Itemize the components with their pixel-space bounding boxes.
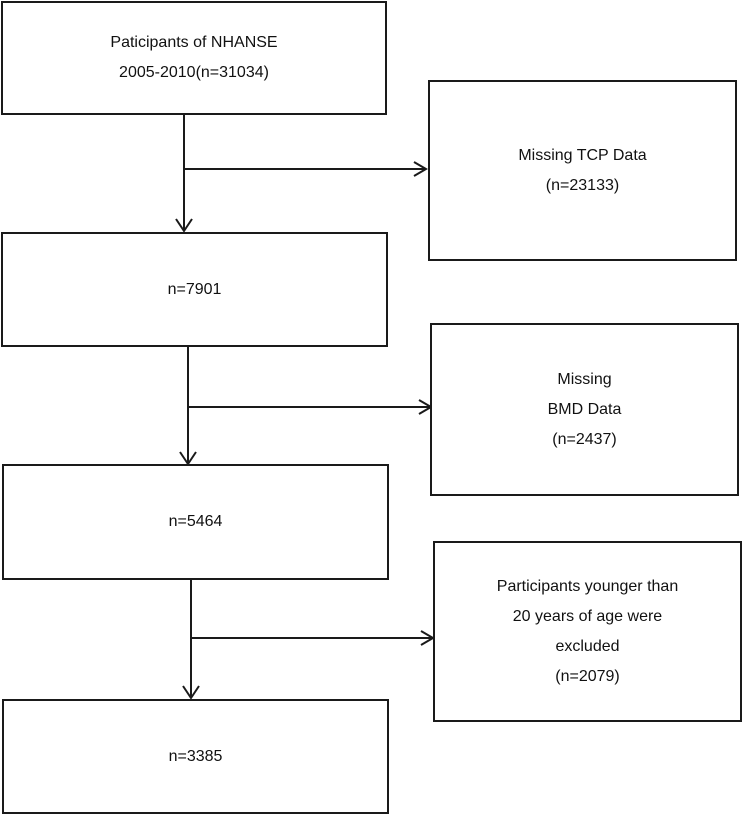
missing-tcp-line-2: (n=23133) — [545, 176, 620, 194]
participants-line-2: 2005-2010(n=31034) — [119, 64, 269, 81]
age-exclusion-line-3: excluded — [555, 637, 620, 655]
count-box-5464: n=5464 — [2, 464, 389, 580]
missing-bmd-line-1: Missing — [557, 370, 612, 388]
participants-line-1: Paticipants of NHANSE — [110, 34, 278, 51]
count-label-5464: n=5464 — [168, 513, 223, 530]
count-label-7901: n=7901 — [167, 280, 222, 298]
count-label-3385: n=3385 — [168, 747, 223, 765]
missing-bmd-line-3: (n=2437) — [552, 430, 617, 448]
participants-box: Paticipants of NHANSE 2005-2010(n=31034) — [1, 1, 387, 115]
age-exclusion-line-1: Participants younger than — [496, 577, 679, 595]
missing-tcp-box: Missing TCP Data (n=23133) — [428, 80, 737, 261]
count-box-7901: n=7901 — [1, 232, 388, 347]
missing-bmd-box: Missing BMD Data (n=2437) — [430, 323, 739, 496]
count-box-3385: n=3385 — [2, 699, 389, 814]
flow-arrowhead-1 — [175, 218, 193, 233]
age-exclusion-line-4: (n=2079) — [555, 667, 620, 685]
missing-bmd-line-2: BMD Data — [547, 400, 622, 418]
exclusion-arrowhead-1 — [413, 161, 428, 177]
age-exclusion-box: Participants younger than 20 years of ag… — [433, 541, 742, 722]
missing-tcp-line-1: Missing TCP Data — [518, 146, 647, 164]
flow-arrowhead-3 — [182, 685, 200, 700]
age-exclusion-line-2: 20 years of age were — [512, 607, 663, 625]
